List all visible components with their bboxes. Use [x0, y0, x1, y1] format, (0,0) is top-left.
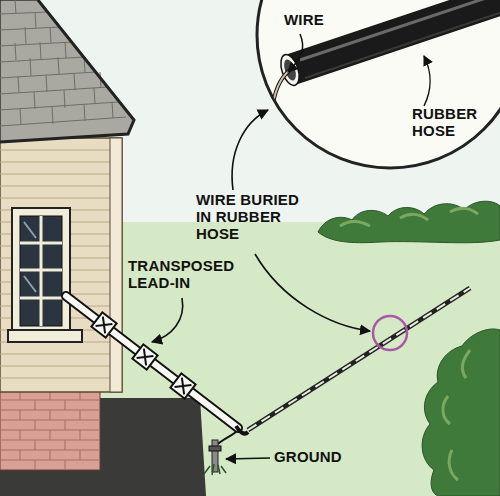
- transposition-block: [132, 344, 157, 369]
- window-frame: [12, 208, 70, 334]
- shrub: [422, 329, 500, 496]
- shrub: [318, 201, 500, 243]
- hose-highlight: [300, 0, 500, 60]
- siding-lines: [0, 150, 110, 378]
- ground-wire: [218, 432, 236, 444]
- leader-arrow: [288, 34, 303, 72]
- corner-board: [110, 138, 122, 392]
- brick-lines: [0, 390, 100, 470]
- glass-glint: [24, 222, 36, 292]
- leader-arrow: [226, 458, 270, 459]
- brick-foundation: [0, 390, 100, 470]
- shingle-lines: [0, 0, 126, 126]
- transposition-block: [170, 373, 195, 398]
- window-sill: [8, 330, 82, 342]
- buried-hose: [248, 288, 470, 430]
- wire-outline: [272, 70, 290, 112]
- lead-in: [66, 296, 238, 428]
- wire: [272, 70, 290, 112]
- window-muntins: [20, 216, 62, 326]
- transposition-blocks: [91, 312, 195, 398]
- hose-shade: [305, 6, 500, 78]
- hose-dashes: [248, 288, 470, 430]
- roof: [0, 0, 134, 142]
- inset-circle: WIRE RUBBER HOSE: [255, 0, 500, 170]
- ground-clamp: [209, 446, 221, 451]
- detail-circle: [373, 316, 407, 350]
- part-label: WIRE: [284, 12, 344, 29]
- crossing: [96, 317, 113, 334]
- leader-arrow: [255, 254, 370, 331]
- callout-label: WIRE BURIED IN RUBBER HOSE: [196, 192, 316, 242]
- house-wall: [0, 138, 122, 392]
- callout-label: TRANSPOSED LEAD-IN: [128, 258, 240, 292]
- callout-label: GROUND: [274, 449, 364, 466]
- leader-arrow: [232, 110, 268, 190]
- part-label: RUBBER HOSE: [412, 106, 487, 140]
- leader-arrow: [424, 56, 430, 106]
- hose-tube: [285, 0, 500, 85]
- spacer: [91, 312, 116, 337]
- hose-end-ring: [277, 52, 302, 87]
- crossing: [137, 349, 154, 366]
- transposition-block: [91, 312, 116, 337]
- spacer: [132, 344, 157, 369]
- crossing: [175, 378, 192, 395]
- window-glass: [20, 216, 62, 326]
- roof-fascia: [0, 0, 134, 142]
- spacer: [170, 373, 195, 398]
- hose-bore: [282, 58, 298, 82]
- lead-in-outline: [66, 296, 238, 428]
- lead-in-end: [236, 426, 248, 434]
- hose-detail: [272, 0, 500, 112]
- grass-tuft: [204, 464, 226, 475]
- inset-circle-outline: [257, 0, 500, 168]
- shrub-highlight: [340, 208, 478, 226]
- shrub-highlight: [443, 350, 470, 480]
- leader-arrow: [152, 298, 183, 342]
